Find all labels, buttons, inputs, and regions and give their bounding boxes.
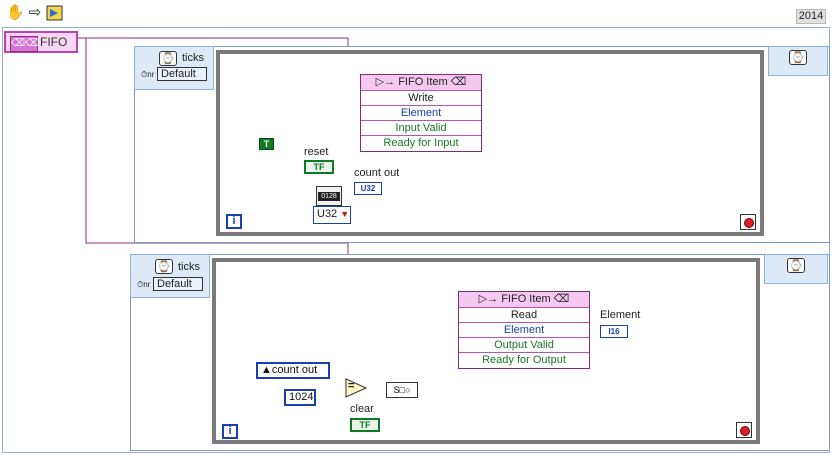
- terminal-ready-for-output[interactable]: Ready for Output: [482, 354, 566, 366]
- fifo-node-header: ▷→ FIFO Item ⌫: [459, 292, 589, 308]
- clear-indicator[interactable]: TF: [350, 418, 380, 432]
- fifo-read-node[interactable]: ▷→ FIFO Item ⌫ Read Element Output Valid…: [458, 291, 590, 369]
- fifo-node-header: ▷→ FIFO Item ⌫: [361, 75, 481, 91]
- write-loop-frame[interactable]: [216, 50, 764, 236]
- write-loop-right-node[interactable]: ⌚: [768, 46, 828, 76]
- read-arrow-icon: ▷→: [478, 293, 499, 305]
- fifo-icon: ⌫: [553, 293, 570, 305]
- element-label: Element: [600, 309, 641, 321]
- constant-1024[interactable]: 1024: [284, 389, 316, 406]
- element-indicator[interactable]: I16: [600, 325, 628, 338]
- stop-icon: [740, 426, 750, 436]
- equal-compare-node[interactable]: [345, 378, 367, 398]
- iteration-terminal: i: [226, 214, 242, 229]
- fifo-reference[interactable]: ⌫⌫ FIFO: [4, 31, 78, 53]
- run-arrow-icon[interactable]: ⇨: [28, 4, 42, 21]
- timing-units-label: ticks: [178, 261, 200, 273]
- terminal-input-valid[interactable]: Input Valid: [361, 121, 481, 136]
- toolbar: ✋ ⇨ 2014: [0, 0, 832, 28]
- clock-icon: ⌚: [787, 258, 805, 273]
- clock-icon: ⌚: [159, 51, 177, 66]
- fifo-label: FIFO: [40, 35, 68, 49]
- terminal-ready-for-input[interactable]: Ready for Input: [383, 137, 459, 149]
- fifo-ref-wire-branch: [85, 38, 349, 258]
- equal-glyph: =: [348, 380, 355, 392]
- fifo-node-title: FIFO Item: [398, 76, 448, 88]
- read-loop-config-node[interactable]: ⌚ ticks ⏱nr Default: [130, 254, 210, 298]
- fifo-mode[interactable]: Read: [459, 308, 589, 323]
- fifo-icon: ⌫: [450, 76, 467, 88]
- count-out-indicator[interactable]: U32: [354, 182, 382, 195]
- reset-indicator[interactable]: TF: [304, 160, 334, 174]
- sr-latch-node[interactable]: S□○: [386, 382, 418, 398]
- terminal-element[interactable]: Element: [361, 106, 481, 121]
- timing-units-label: ticks: [182, 52, 204, 64]
- fifo-icon: ⌫⌫: [10, 36, 39, 52]
- dropdown-arrow-icon: ▼: [340, 209, 350, 219]
- timing-source-field[interactable]: Default: [153, 277, 203, 291]
- fifo-node-title: FIFO Item: [501, 293, 551, 305]
- read-loop-right-node[interactable]: ⌚: [764, 254, 828, 284]
- clock-icon: ⌚: [789, 50, 807, 65]
- source-label: ⏱nr: [137, 280, 151, 289]
- latch-icon: S□○: [393, 385, 411, 395]
- true-constant[interactable]: T: [259, 138, 274, 150]
- count-out-ref-label: count out: [271, 364, 318, 376]
- stop-terminal[interactable]: [740, 214, 756, 230]
- count-out-label: count out: [354, 167, 400, 179]
- version-badge: 2014: [796, 9, 826, 24]
- type-ring[interactable]: U32 ▼: [313, 206, 351, 224]
- clock-icon: ⌚: [155, 259, 173, 274]
- iteration-terminal: i: [222, 424, 238, 439]
- fifo-write-node[interactable]: ▷→ FIFO Item ⌫ Write Element Input Valid…: [360, 74, 482, 152]
- write-arrow-icon: ▷→: [375, 76, 396, 88]
- reset-label: reset: [304, 146, 329, 158]
- stop-terminal[interactable]: [736, 422, 752, 438]
- counter-glyph: 0128: [318, 192, 340, 201]
- clear-label: clear: [350, 403, 374, 415]
- timing-source-field[interactable]: Default: [157, 67, 207, 81]
- fifo-mode[interactable]: Write: [361, 91, 481, 106]
- type-ring-label: U32: [317, 208, 338, 220]
- counter-node[interactable]: 0128: [316, 186, 342, 206]
- hand-tool-icon[interactable]: ✋: [6, 4, 25, 21]
- local-variable-icon: ▲: [261, 364, 272, 376]
- write-loop-config-node[interactable]: ⌚ ticks ⏱nr Default: [134, 46, 214, 90]
- stop-icon: [744, 218, 754, 228]
- terminal-output-valid[interactable]: Output Valid: [459, 338, 589, 353]
- terminal-element[interactable]: Element: [459, 323, 589, 338]
- count-out-local[interactable]: ▲count out: [256, 362, 330, 379]
- source-label: ⏱nr: [141, 70, 155, 79]
- run-continuously-icon[interactable]: [46, 4, 64, 22]
